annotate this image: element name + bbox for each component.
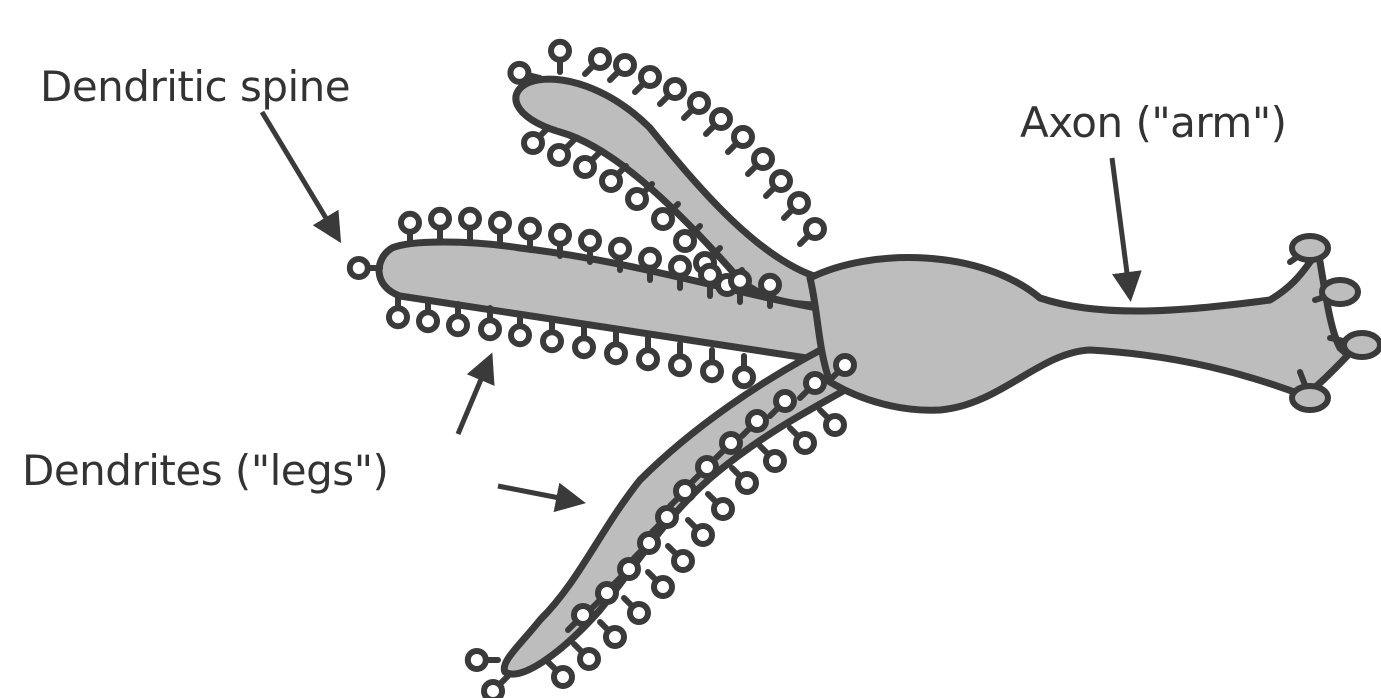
dendritic-spine [574, 644, 598, 668]
dendritic-spine [607, 332, 625, 362]
dendritic-spine [748, 150, 772, 174]
dendritic-spine [760, 446, 784, 470]
dendritic-spine [543, 320, 561, 350]
dendritic-spine [585, 50, 609, 74]
lower-dendrite [504, 340, 845, 674]
dendritic-spine [575, 326, 593, 356]
dendritic-spine [389, 296, 407, 326]
cell-body-and-axon [810, 250, 1348, 410]
arrow-axon [1112, 158, 1130, 296]
dendritic-spine [684, 94, 708, 118]
dendritic-spine [431, 210, 449, 240]
dendritic-spine [635, 68, 659, 92]
dendritic-spine [708, 494, 732, 518]
dendritic-spine [735, 356, 753, 386]
dendritic-spine [766, 172, 790, 196]
dendritic-spine [628, 184, 652, 208]
dendritic-spine [484, 676, 508, 698]
dendritic-spine [350, 259, 380, 277]
dendritic-spine [820, 410, 844, 434]
dendritic-spine [551, 42, 569, 72]
dendrites-label: Dendrites ("legs") [22, 446, 388, 495]
dendritic-spine [703, 350, 721, 380]
dendritic-spine [648, 572, 672, 596]
dendritic-spine [728, 128, 752, 152]
dendritic-spine [461, 210, 479, 240]
dendritic-spine [610, 56, 634, 80]
dendritic-spine [784, 194, 808, 218]
dendritic-spine [491, 214, 509, 244]
dendritic-spine [688, 520, 712, 544]
dendritic-spine-label: Dendritic spine [40, 62, 350, 111]
dendritic-spine [550, 140, 574, 164]
dendritic-spine [639, 338, 657, 368]
arrow-dendrites-lower [498, 486, 580, 502]
dendritic-spine [602, 166, 626, 190]
dendritic-spine [524, 128, 548, 152]
dendritic-spine [468, 651, 498, 669]
dendritic-spine [800, 220, 824, 244]
dendritic-spine [671, 344, 689, 374]
dendritic-spine [600, 622, 624, 646]
arrow-dendrites-upper [458, 358, 490, 434]
axon-label: Axon ("arm") [1020, 98, 1287, 147]
dendritic-spine [732, 468, 756, 492]
neuron-body-group [379, 79, 1348, 674]
dendritic-spine [660, 80, 684, 104]
dendritic-spine [706, 110, 730, 134]
dendritic-spine [510, 64, 540, 82]
dendritic-spine [576, 152, 600, 176]
arrow-dendritic-spine [262, 112, 338, 238]
dendritic-spine [624, 598, 648, 622]
dendritic-spine [654, 204, 678, 228]
axon-terminal [1290, 236, 1328, 262]
dendritic-spine [668, 546, 692, 570]
dendritic-spine [790, 428, 814, 452]
dendritic-spine [401, 214, 419, 244]
dendritic-spine [548, 662, 572, 686]
dendritic-spine [676, 226, 700, 250]
